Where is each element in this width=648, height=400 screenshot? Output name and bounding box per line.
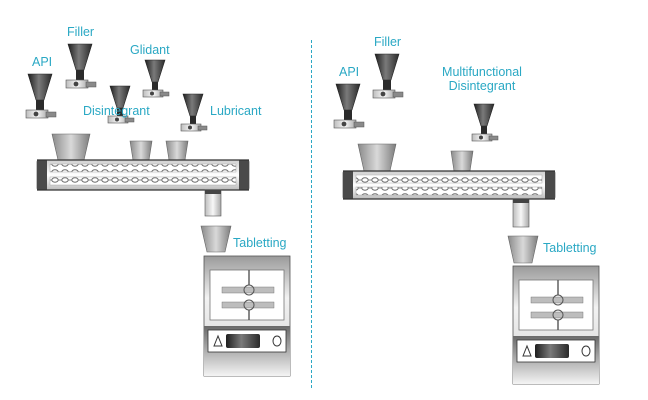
left-process xyxy=(25,43,291,377)
process-divider xyxy=(311,40,312,388)
tablet-press-icon xyxy=(200,225,291,377)
label-multifunctional-line2: Disintegrant xyxy=(448,79,516,93)
api-feeder-icon-right xyxy=(333,83,365,129)
main-inlet-hopper-right xyxy=(357,143,397,172)
multifunctional-inlet-hopper xyxy=(450,150,474,172)
label-multifunctional-line1: Multifunctional xyxy=(442,65,522,79)
tablet-press-icon-right xyxy=(507,235,600,385)
multifunctional-feeder-icon xyxy=(471,103,499,142)
main-inlet-hopper xyxy=(51,133,91,161)
label-api-right: API xyxy=(339,65,360,79)
glidant-feeder-icon xyxy=(142,59,170,98)
label-filler-right: Filler xyxy=(374,35,402,49)
label-lubricant: Lubricant xyxy=(210,104,262,118)
filler-feeder-icon-right xyxy=(372,53,404,99)
label-multifunctional-disintegrant: Multifunctional Disintegrant xyxy=(430,65,534,93)
continuous-blender-right xyxy=(342,170,556,200)
lubricant-feeder-icon xyxy=(180,93,208,132)
filler-feeder-icon xyxy=(65,43,97,89)
continuous-blender xyxy=(36,159,250,191)
right-process xyxy=(333,53,600,385)
label-disintegrant: Disintegrant xyxy=(83,104,150,118)
label-tabletting-right: Tabletting xyxy=(543,241,597,255)
label-glidant: Glidant xyxy=(130,43,170,57)
label-tabletting: Tabletting xyxy=(233,236,287,250)
api-feeder-icon xyxy=(25,73,57,119)
lubricant-inlet-hopper xyxy=(165,140,189,161)
label-api: API xyxy=(32,55,53,69)
label-filler: Filler xyxy=(67,25,95,39)
discharge-chute-right xyxy=(512,198,530,228)
disintegrant-inlet-hopper xyxy=(129,140,153,161)
